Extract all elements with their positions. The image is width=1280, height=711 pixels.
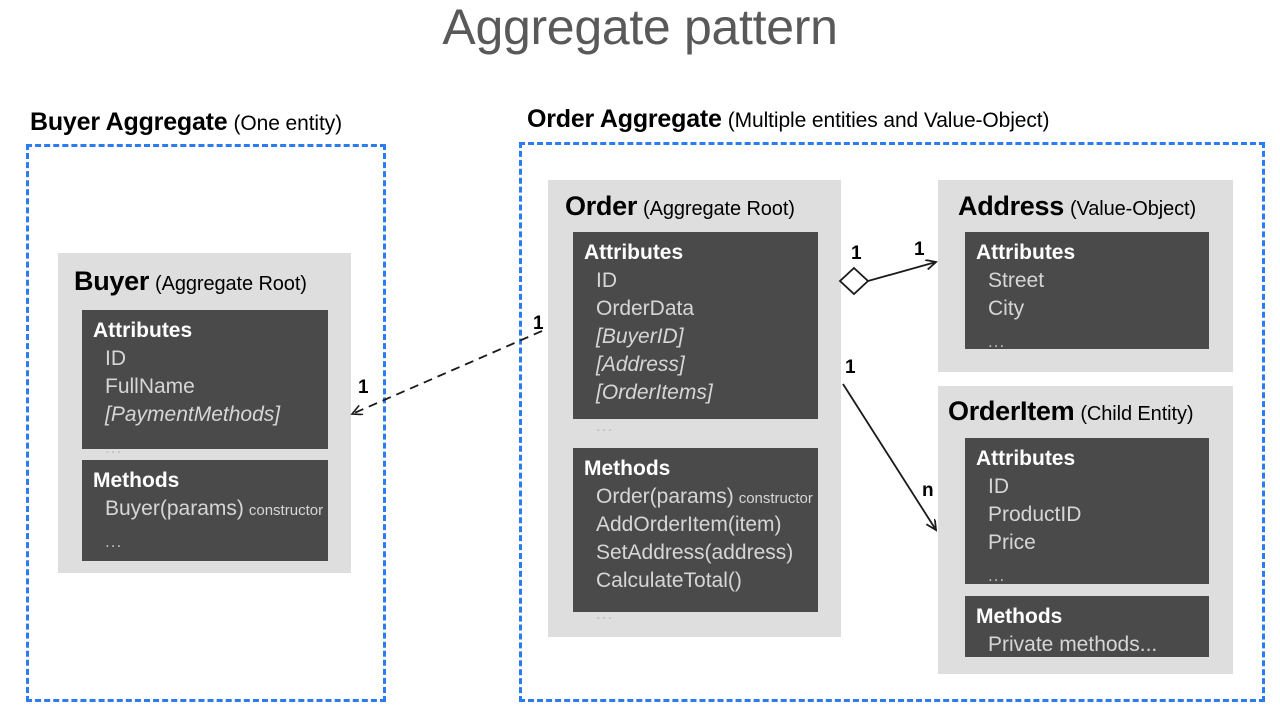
panel-buyer-attributes: Attributes ID FullName [PaymentMethods] … (82, 310, 328, 457)
panel-order-attributes: Attributes ID OrderData [BuyerID] [Addre… (573, 232, 818, 435)
list-item: [BuyerID] (596, 324, 684, 348)
list-item: FullName (105, 374, 195, 398)
entity-card-address[interactable]: Address(Value-Object) Attributes Street … (938, 180, 1233, 372)
aggregate-boundary-buyer (26, 144, 386, 702)
panel-title-buyer-attributes: Attributes (93, 319, 193, 342)
group-caption-order-aggregate: Order Aggregate(Multiple entities and Va… (527, 105, 1050, 133)
cardinality-order-to-buyer-source: 1 (533, 313, 544, 334)
list-item: ID (988, 475, 1009, 498)
entity-stereotype-address: (Value-Object) (1069, 198, 1197, 220)
group-caption-buyer-aggregate: Buyer Aggregate(One entity) (30, 110, 342, 135)
method-signature: Order(params) (596, 485, 734, 508)
page-title: Aggregate pattern (442, 0, 838, 55)
entity-stereotype-orderitem: (Child Entity) (1080, 403, 1194, 425)
panel-title-orderitem-attributes: Attributes (976, 447, 1076, 470)
list-item: Street (988, 269, 1045, 292)
panel-title-orderitem-methods: Methods (976, 605, 1063, 628)
group-subtitle-buyer: (One entity) (233, 112, 343, 135)
entity-card-orderitem[interactable]: OrderItem(Child Entity) Attributes ID Pr… (938, 386, 1233, 674)
cardinality-order-to-orderitem-source: 1 (845, 357, 856, 378)
list-item-ellipsis: ... (988, 331, 1006, 351)
list-item: [PaymentMethods] (105, 402, 281, 426)
panel-title-order-methods: Methods (584, 457, 671, 480)
cardinality-order-to-address-source: 1 (851, 243, 862, 264)
panel-order-methods: Methods Order(params)constructor AddOrde… (573, 448, 818, 623)
panel-buyer-methods: Methods Buyer(params)constructor ... (82, 460, 328, 561)
entity-header-order: Order(Aggregate Root) (565, 193, 795, 220)
entity-stereotype-order: (Aggregate Root) (643, 198, 795, 220)
panel-address-attributes: Attributes Street City ... (965, 232, 1209, 351)
cardinality-order-to-orderitem-target: n (922, 480, 934, 501)
list-item: AddOrderItem(item) (596, 512, 782, 536)
list-item-ellipsis: ... (596, 603, 614, 623)
list-item: OrderData (596, 296, 695, 320)
cardinality-order-to-buyer-target: 1 (358, 377, 369, 398)
list-item: Buyer(params)constructor (93, 495, 323, 523)
list-item: SetAddress(address) (596, 540, 794, 564)
list-item-ellipsis: ... (988, 565, 1006, 585)
cardinality-order-to-address-target: 1 (914, 239, 925, 260)
group-subtitle-order: (Multiple entities and Value-Object) (727, 109, 1050, 132)
panel-title-address-attributes: Attributes (976, 241, 1076, 264)
entity-name-address: Address (958, 191, 1064, 221)
entity-header-orderitem: OrderItem(Child Entity) (948, 396, 1194, 426)
entity-card-order[interactable]: Order(Aggregate Root) Attributes ID Orde… (548, 180, 841, 637)
list-item: CalculateTotal() (596, 568, 742, 592)
panel-title-buyer-methods: Methods (93, 469, 180, 492)
panel-list-address-attributes: Street City ... (976, 267, 1044, 353)
panel-list-buyer-attributes: ID FullName [PaymentMethods] ... (93, 345, 280, 459)
entity-name-orderitem: OrderItem (948, 396, 1075, 426)
panel-list-orderitem-attributes: ID ProductID Price ... (976, 473, 1081, 587)
entity-name-order: Order (565, 191, 638, 221)
method-note: constructor (248, 502, 324, 519)
method-signature: Buyer(params) (105, 497, 244, 520)
panel-title-order-attributes: Attributes (584, 241, 684, 264)
entity-stereotype-buyer: (Aggregate Root) (155, 273, 307, 295)
panel-orderitem-methods: Methods Private methods... (965, 596, 1209, 657)
method-note: constructor (738, 490, 813, 507)
list-item: [Address] (596, 352, 685, 376)
panel-list-order-methods: Order(params)constructor AddOrderItem(it… (584, 483, 813, 625)
list-item: ID (596, 269, 617, 292)
group-name-buyer: Buyer Aggregate (30, 108, 228, 136)
list-item: Private methods... (988, 633, 1158, 656)
list-item-ellipsis: ... (596, 415, 614, 435)
panel-orderitem-attributes: Attributes ID ProductID Price ... (965, 438, 1209, 587)
entity-header-buyer: Buyer(Aggregate Root) (74, 268, 307, 295)
entity-header-address: Address(Value-Object) (958, 193, 1196, 220)
entity-card-buyer[interactable]: Buyer(Aggregate Root) Attributes ID Full… (58, 253, 351, 573)
list-item: Price (988, 530, 1036, 554)
panel-list-orderitem-methods: Private methods... (976, 631, 1157, 659)
list-item-ellipsis: ... (105, 531, 123, 551)
entity-name-buyer: Buyer (74, 266, 150, 296)
panel-list-buyer-methods: Buyer(params)constructor ... (93, 495, 323, 553)
list-item: ProductID (988, 502, 1082, 526)
list-item: ID (105, 347, 126, 370)
list-item-ellipsis: ... (105, 437, 123, 457)
list-item: City (988, 296, 1025, 320)
list-item: Order(params)constructor (584, 483, 813, 511)
aggregate-boundary-order (519, 142, 1265, 702)
list-item: [OrderItems] (596, 380, 713, 404)
group-name-order: Order Aggregate (527, 105, 722, 133)
panel-list-order-attributes: ID OrderData [BuyerID] [Address] [OrderI… (584, 267, 713, 437)
